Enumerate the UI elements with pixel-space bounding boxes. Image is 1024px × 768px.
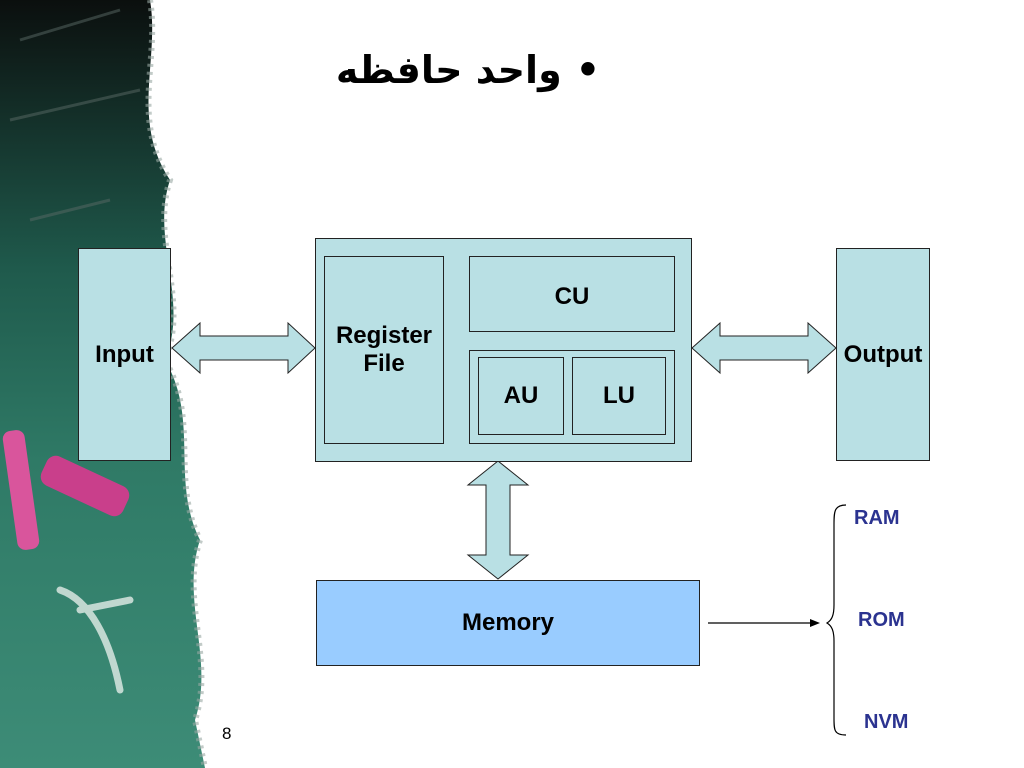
memory-label: Memory [461,609,555,637]
memory-box: Memory [316,580,700,666]
cu-label: CU [554,283,590,310]
register-file-label-line2: File [363,350,405,377]
cu-box: CU [469,256,675,332]
cpu-memory-arrow [466,460,530,580]
page-number: 8 [222,724,232,743]
output-label: Output [843,340,923,368]
input-box: Input [78,248,171,461]
lu-box: LU [572,357,666,435]
register-file-label-line1: Register [335,322,433,350]
memory-types-brace [825,504,847,736]
cpu-output-arrow [691,321,837,375]
input-label: Input [95,340,154,368]
memory-type-rom: ROM [858,609,905,631]
input-cpu-arrow [171,321,316,375]
memory-types-arrow-head [810,619,820,627]
title-bullet: • [575,48,600,92]
memory-type-nvm: NVM [864,711,909,733]
au-box: AU [478,357,564,435]
output-box: Output [836,248,930,461]
memory-type-ram: RAM [854,507,900,529]
slide-title: • واحد حافظه [336,40,600,100]
title-text: واحد حافظه [335,48,562,92]
register-file-box: Register File [324,256,444,444]
lu-label: LU [603,382,635,410]
au-label: AU [503,382,539,410]
